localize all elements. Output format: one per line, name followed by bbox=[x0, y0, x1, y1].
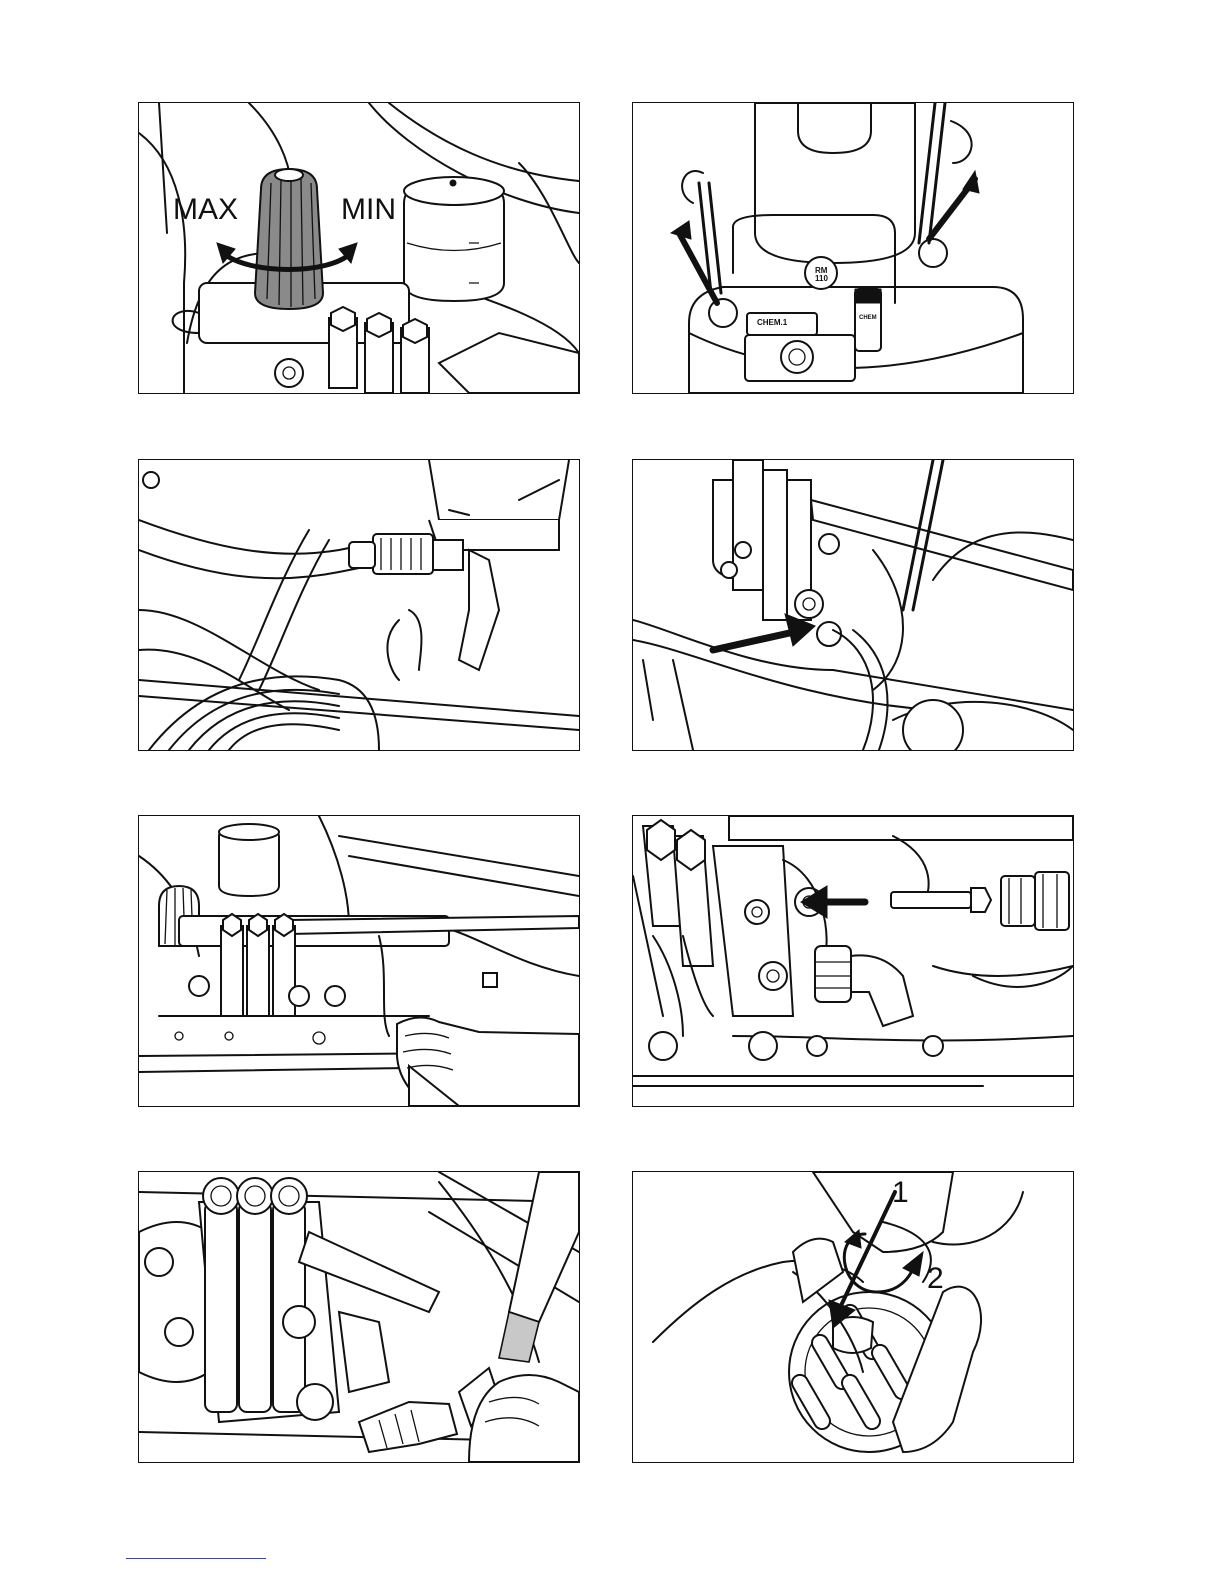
valve-insert-drawing bbox=[633, 1172, 1073, 1462]
illustration-detergent-tank: RM 110 CHEM.1 CHEM bbox=[632, 102, 1074, 394]
pump-tool-drawing bbox=[139, 1172, 579, 1462]
chem-1-label: CHEM.1 bbox=[757, 319, 787, 327]
illustration-pump-tool bbox=[138, 1171, 580, 1463]
max-label: MAX bbox=[173, 195, 238, 225]
illustration-inlet-filter bbox=[138, 459, 580, 751]
step-1-label: 1 bbox=[892, 1178, 909, 1208]
chem-side-label: CHEM bbox=[859, 315, 877, 321]
pressure-regulator-drawing bbox=[139, 103, 579, 393]
pump-outlet-drawing bbox=[633, 460, 1073, 750]
valve-extraction-drawing bbox=[633, 816, 1073, 1106]
inlet-filter-drawing bbox=[139, 460, 579, 750]
detergent-tank-drawing bbox=[633, 103, 1073, 393]
footer-rule bbox=[126, 1558, 266, 1559]
illustration-pump-outlet bbox=[632, 459, 1074, 751]
illustration-valve-insert: 1 2 bbox=[632, 1171, 1074, 1463]
step-2-label: 2 bbox=[927, 1264, 944, 1294]
rm-110-label: RM 110 bbox=[815, 267, 828, 283]
min-label: MIN bbox=[341, 195, 396, 225]
illustration-valve-extraction bbox=[632, 815, 1074, 1107]
illustration-pressure-regulator: MAX MIN bbox=[138, 102, 580, 394]
valve-removal-drawing bbox=[139, 816, 579, 1106]
illustration-valve-removal bbox=[138, 815, 580, 1107]
